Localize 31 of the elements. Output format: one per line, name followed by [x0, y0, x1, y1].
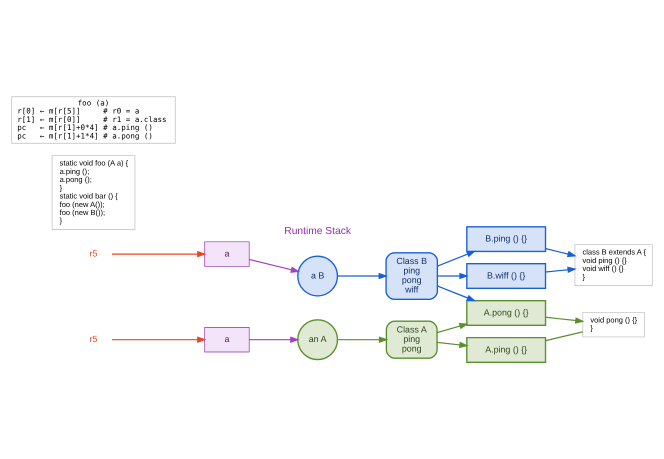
node-box: Class A ping pong — [386, 320, 438, 359]
node-box: a — [204, 241, 250, 267]
node-box: void pong () {} } — [582, 312, 645, 338]
node-box: class B extends A { void ping () {} void wiff () {} } — [574, 244, 653, 286]
node-circle: a B — [297, 256, 338, 297]
node-text: r5 — [90, 248, 98, 258]
node-box: a — [204, 327, 250, 352]
node-circle: an A — [297, 319, 338, 360]
arrow — [436, 323, 469, 334]
node-box: B.ping () {} — [466, 226, 546, 252]
arrow — [112, 336, 206, 343]
arrow — [437, 342, 469, 348]
node-box: B.wiff () {} — [466, 263, 546, 290]
arrow — [437, 250, 476, 267]
arrow — [112, 250, 206, 258]
node-text: r5 — [90, 334, 98, 344]
arrow — [249, 336, 300, 343]
node-box: A.pong () {} — [466, 300, 546, 326]
label: Runtime Stack — [284, 226, 351, 237]
arrow — [437, 285, 476, 302]
arrow — [249, 258, 300, 273]
arrow — [438, 272, 469, 280]
connector — [546, 331, 583, 342]
arrow — [338, 272, 388, 280]
arrow — [546, 316, 585, 324]
arrow — [338, 336, 388, 343]
node-box: A.ping () {} — [466, 336, 546, 363]
arrow — [546, 266, 577, 274]
node-box: static void foo (A a) { a.ping (); a.pong (); } static void bar () { foo (new A()); foo (new B()); } — [52, 155, 136, 230]
arrow — [546, 248, 577, 258]
node-box: Class B ping pong wiff — [385, 252, 438, 300]
